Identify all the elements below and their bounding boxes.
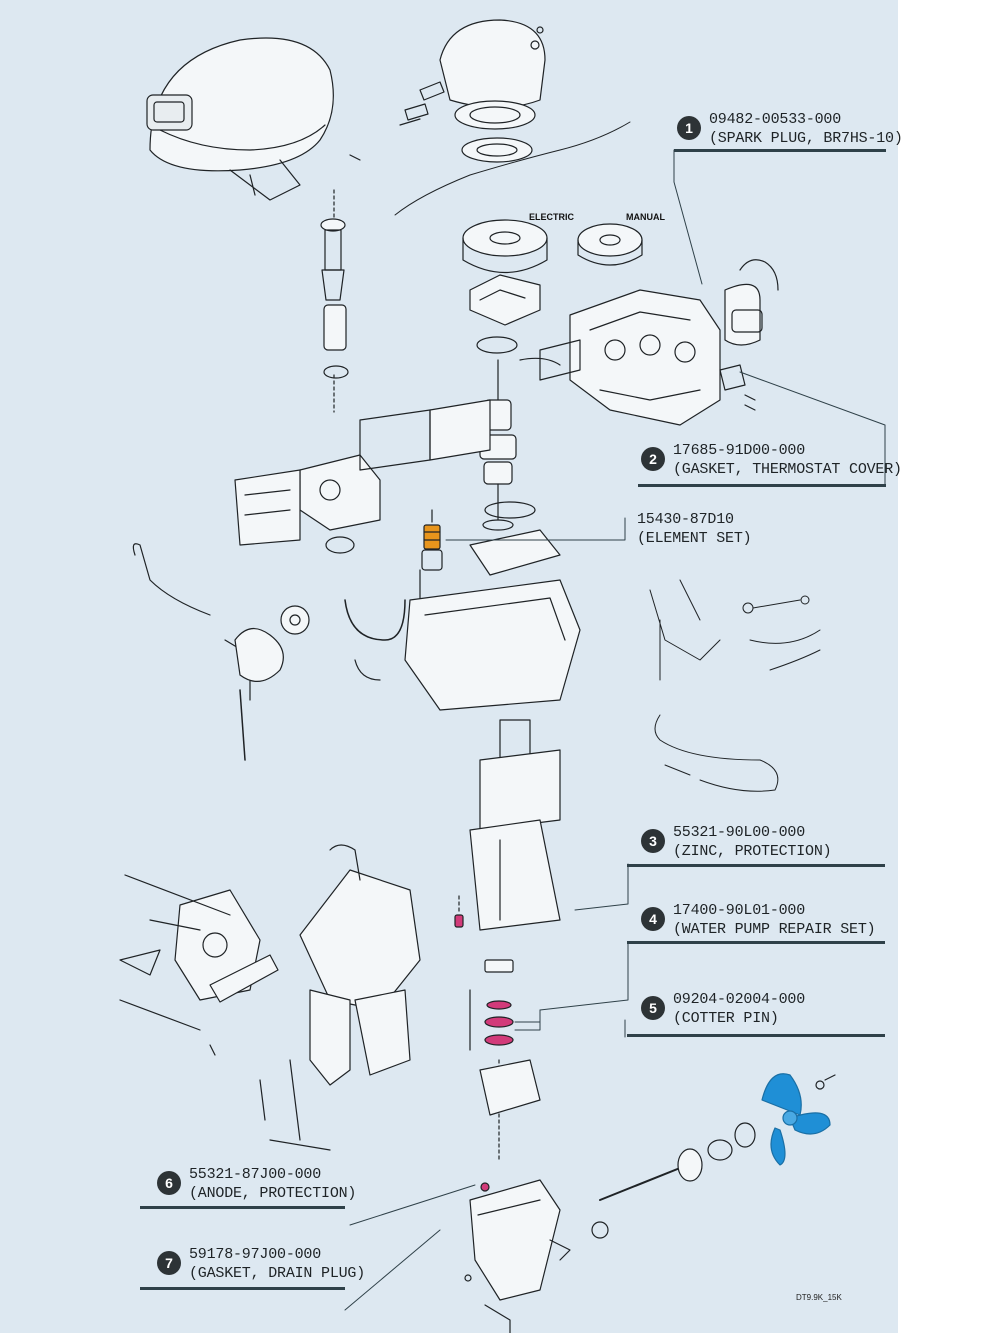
propeller (761, 1073, 836, 1166)
callout-number: 6 (157, 1171, 181, 1195)
callout-number: 5 (641, 996, 665, 1020)
cylinder-block (519, 289, 721, 426)
drive-shaft-housing (404, 501, 581, 931)
crankshaft (479, 359, 517, 531)
electric-label: ELECTRIC (529, 212, 574, 222)
fuel-filter-element (419, 509, 443, 601)
lower-unit-gearcase (464, 1179, 561, 1333)
clamp-bracket (119, 844, 421, 1151)
callout-7: 7 59178-97J00-000 (GASKET, DRAIN PLUG) (157, 1245, 365, 1283)
drawing-code: DT9.9K_15K (796, 1293, 842, 1302)
flywheel (462, 219, 643, 274)
callout-rule (627, 1034, 885, 1037)
callout-rule (638, 484, 886, 487)
part-description: (GASKET, DRAIN PLUG) (189, 1265, 366, 1282)
callout-number: 4 (641, 907, 665, 931)
part-description: (WATER PUMP REPAIR SET) (673, 921, 876, 938)
callout-1: 1 09482-00533-000 (SPARK PLUG, BR7HS-10) (677, 110, 903, 148)
callout-6: 6 55321-87J00-000 (ANODE, PROTECTION) (157, 1165, 356, 1203)
callout-rule (674, 149, 886, 152)
water-pump (469, 959, 541, 1192)
tiller-handle (132, 543, 310, 761)
callout-3: 3 55321-90L00-000 (ZINC, PROTECTION) (641, 823, 832, 861)
callout-number: 7 (157, 1251, 181, 1275)
callout-2: 2 17685-91D00-000 (GASKET, THERMOSTAT CO… (641, 441, 902, 479)
callout-5: 5 09204-02004-000 (COTTER PIN) (641, 990, 805, 1028)
callout-rule (140, 1206, 345, 1209)
callout-number: 3 (641, 829, 665, 853)
ignition-coil (719, 259, 779, 411)
propeller-shaft (549, 1122, 756, 1261)
part-number: 15430-87D10 (637, 511, 734, 528)
part-number: 17685-91D00-000 (673, 442, 806, 459)
part-number: 55321-87J00-000 (189, 1166, 322, 1183)
callout-rule (627, 941, 885, 944)
manual-label: MANUAL (626, 212, 665, 222)
part-number: 59178-97J00-000 (189, 1246, 322, 1263)
callout-rule (627, 864, 885, 867)
part-description: (ANODE, PROTECTION) (189, 1185, 357, 1202)
callout-number: 2 (641, 447, 665, 471)
part-number: 55321-90L00-000 (673, 824, 806, 841)
starter-motor (320, 189, 349, 413)
stator-plate (469, 274, 541, 354)
part-description: (GASKET, THERMOSTAT COVER) (673, 461, 902, 478)
part-number: 17400-90L01-000 (673, 902, 806, 919)
part-description: (SPARK PLUG, BR7HS-10) (709, 130, 903, 147)
part-number: 09204-02004-000 (673, 991, 806, 1008)
recoil-starter (399, 19, 546, 163)
leader-lines (344, 149, 886, 1311)
callout-element-set: 15430-87D10 (ELEMENT SET) (637, 510, 752, 548)
callout-rule (140, 1287, 345, 1290)
callout-4: 4 17400-90L01-000 (WATER PUMP REPAIR SET… (641, 901, 876, 939)
carburetor (234, 399, 491, 554)
wiring-harness (649, 579, 821, 792)
part-description: (COTTER PIN) (673, 1010, 779, 1027)
engine-cowling (146, 37, 334, 201)
callout-number: 1 (677, 116, 701, 140)
part-description: (ZINC, PROTECTION) (673, 843, 832, 860)
part-description: (ELEMENT SET) (637, 530, 752, 547)
part-number: 09482-00533-000 (709, 111, 842, 128)
